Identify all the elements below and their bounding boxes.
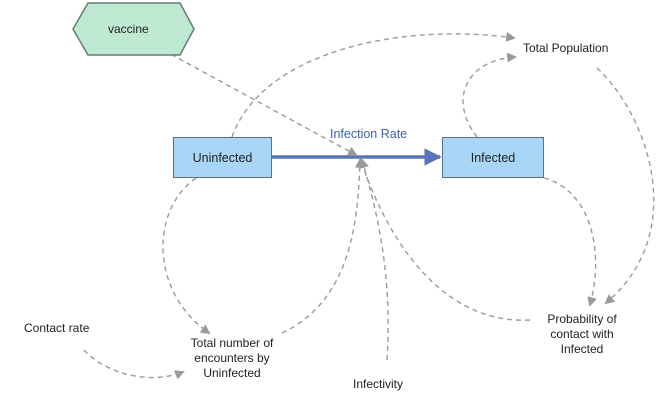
total-encounters-line-1: Total number of [190, 336, 274, 350]
vaccine-label: vaccine [108, 22, 149, 36]
link-encounters-to-infection-rate [281, 158, 365, 334]
link-uninfected-to-total-population [231, 32, 516, 138]
link-total-population-to-probability [596, 67, 655, 305]
probability-of-contact-label[interactable]: Probability of contact with Infected [522, 312, 642, 357]
infected-stock[interactable]: Infected [442, 137, 544, 178]
link-vaccine-to-infection-rate [162, 49, 358, 156]
total-population-label[interactable]: Total Population [523, 41, 609, 55]
link-infected-to-total-population [462, 52, 517, 138]
probability-line-2: contact with [550, 327, 614, 341]
link-infectivity-to-infection-rate [359, 158, 389, 361]
infection-rate-label[interactable]: Infection Rate [330, 127, 408, 141]
link-infected-to-probability [543, 177, 597, 307]
contact-rate-label[interactable]: Contact rate [24, 321, 90, 335]
link-probability-to-infection-rate [358, 158, 531, 321]
link-uninfected-to-encounters [162, 177, 211, 335]
link-contact-rate-to-encounters [83, 349, 185, 380]
vaccine-node-shape[interactable] [72, 2, 195, 56]
total-encounters-label[interactable]: Total number of encounters by Uninfected [172, 336, 292, 381]
probability-line-1: Probability of [547, 312, 617, 326]
infectivity-label[interactable]: Infectivity [353, 377, 404, 391]
total-encounters-line-3: Uninfected [203, 366, 261, 380]
total-encounters-line-2: encounters by [194, 351, 270, 365]
uninfected-stock[interactable]: Uninfected [173, 137, 272, 178]
probability-line-3: Infected [560, 342, 604, 356]
